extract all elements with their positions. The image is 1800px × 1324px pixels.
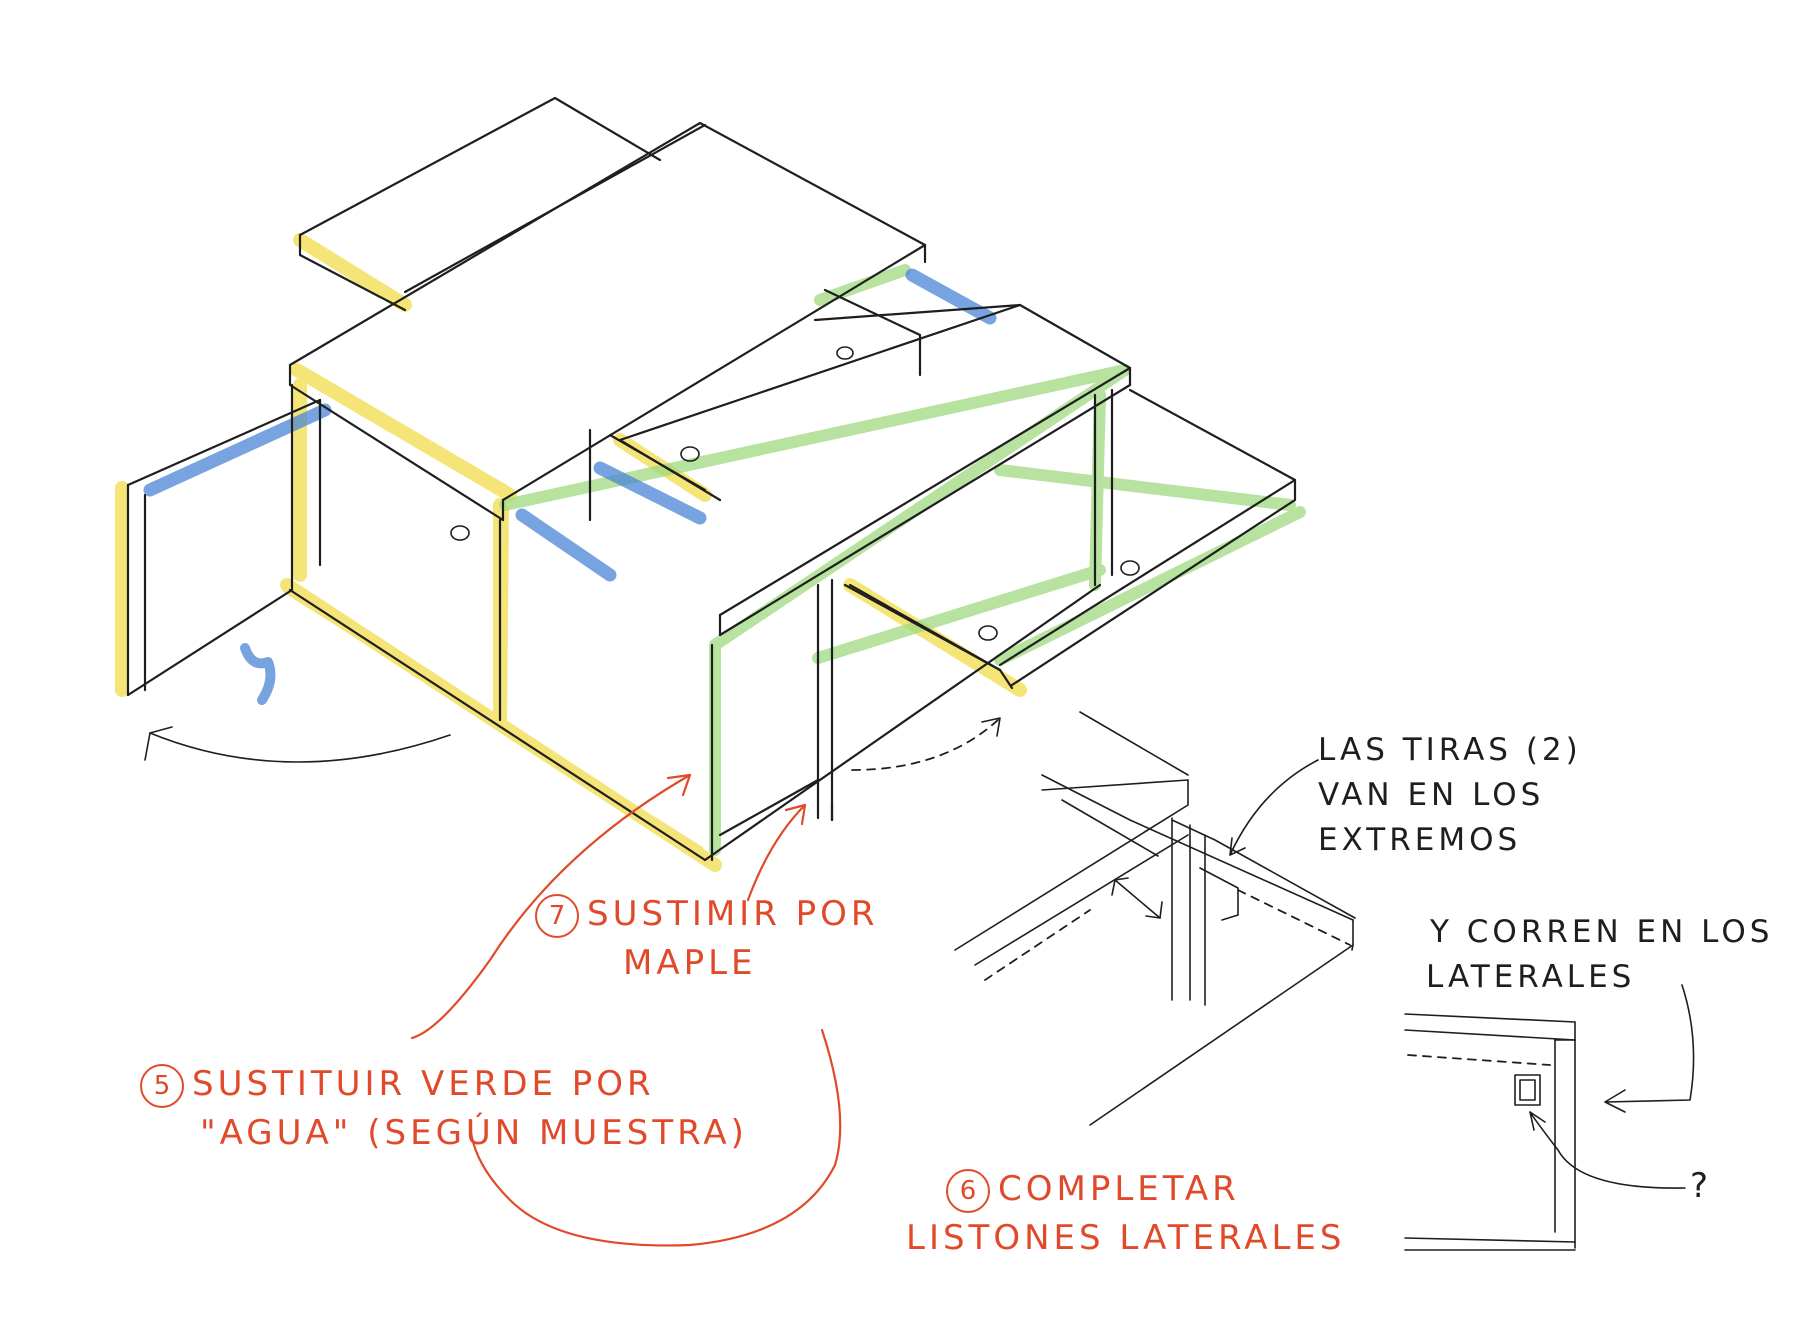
note-5-number: 5 [140,1063,184,1108]
note-5-line-2: "AGUA" (SEGÚN MUESTRA) [200,1113,748,1154]
note-laterales: Y CORREN EN LOS LATERALES [1426,910,1774,1000]
rotation-arrows [144,717,1001,771]
note-laterales-line-1: Y CORREN EN LOS [1430,914,1774,950]
note-tiras-line-1: LAS TIRAS (2) [1318,732,1582,768]
question-mark: ? [1690,1166,1713,1206]
note-7-text-1: SUSTIMIR POR [587,894,879,934]
hardware-circles [450,346,1140,641]
note-7-line-2: MAPLE [623,943,757,984]
note-6-line-2: LISTONES LATERALES [906,1218,1346,1259]
red-arrows [410,773,842,1247]
note-laterales-line-2: LATERALES [1426,958,1636,995]
note-6-text-1: COMPLETAR [998,1169,1240,1209]
arrow-question [1529,1111,1686,1189]
note-7-number: 7 [535,893,579,938]
note-tiras-line-3: EXTREMOS [1318,821,1522,858]
arrow-laterales [1604,984,1695,1113]
note-6-number: 6 [946,1168,990,1213]
note-5-text-1: SUSTITUIR VERDE POR [192,1064,655,1104]
detail-section [1404,1013,1576,1251]
furniture-outline [126,96,1297,862]
note-tiras: LAS TIRAS (2) VAN EN LOS EXTREMOS [1318,728,1582,863]
blue-highlights [143,268,997,705]
detail-joint [954,711,1356,1126]
green-highlights [499,264,1306,856]
leader-tiras [1229,759,1319,856]
note-tiras-line-2: VAN EN LOS [1318,776,1545,813]
